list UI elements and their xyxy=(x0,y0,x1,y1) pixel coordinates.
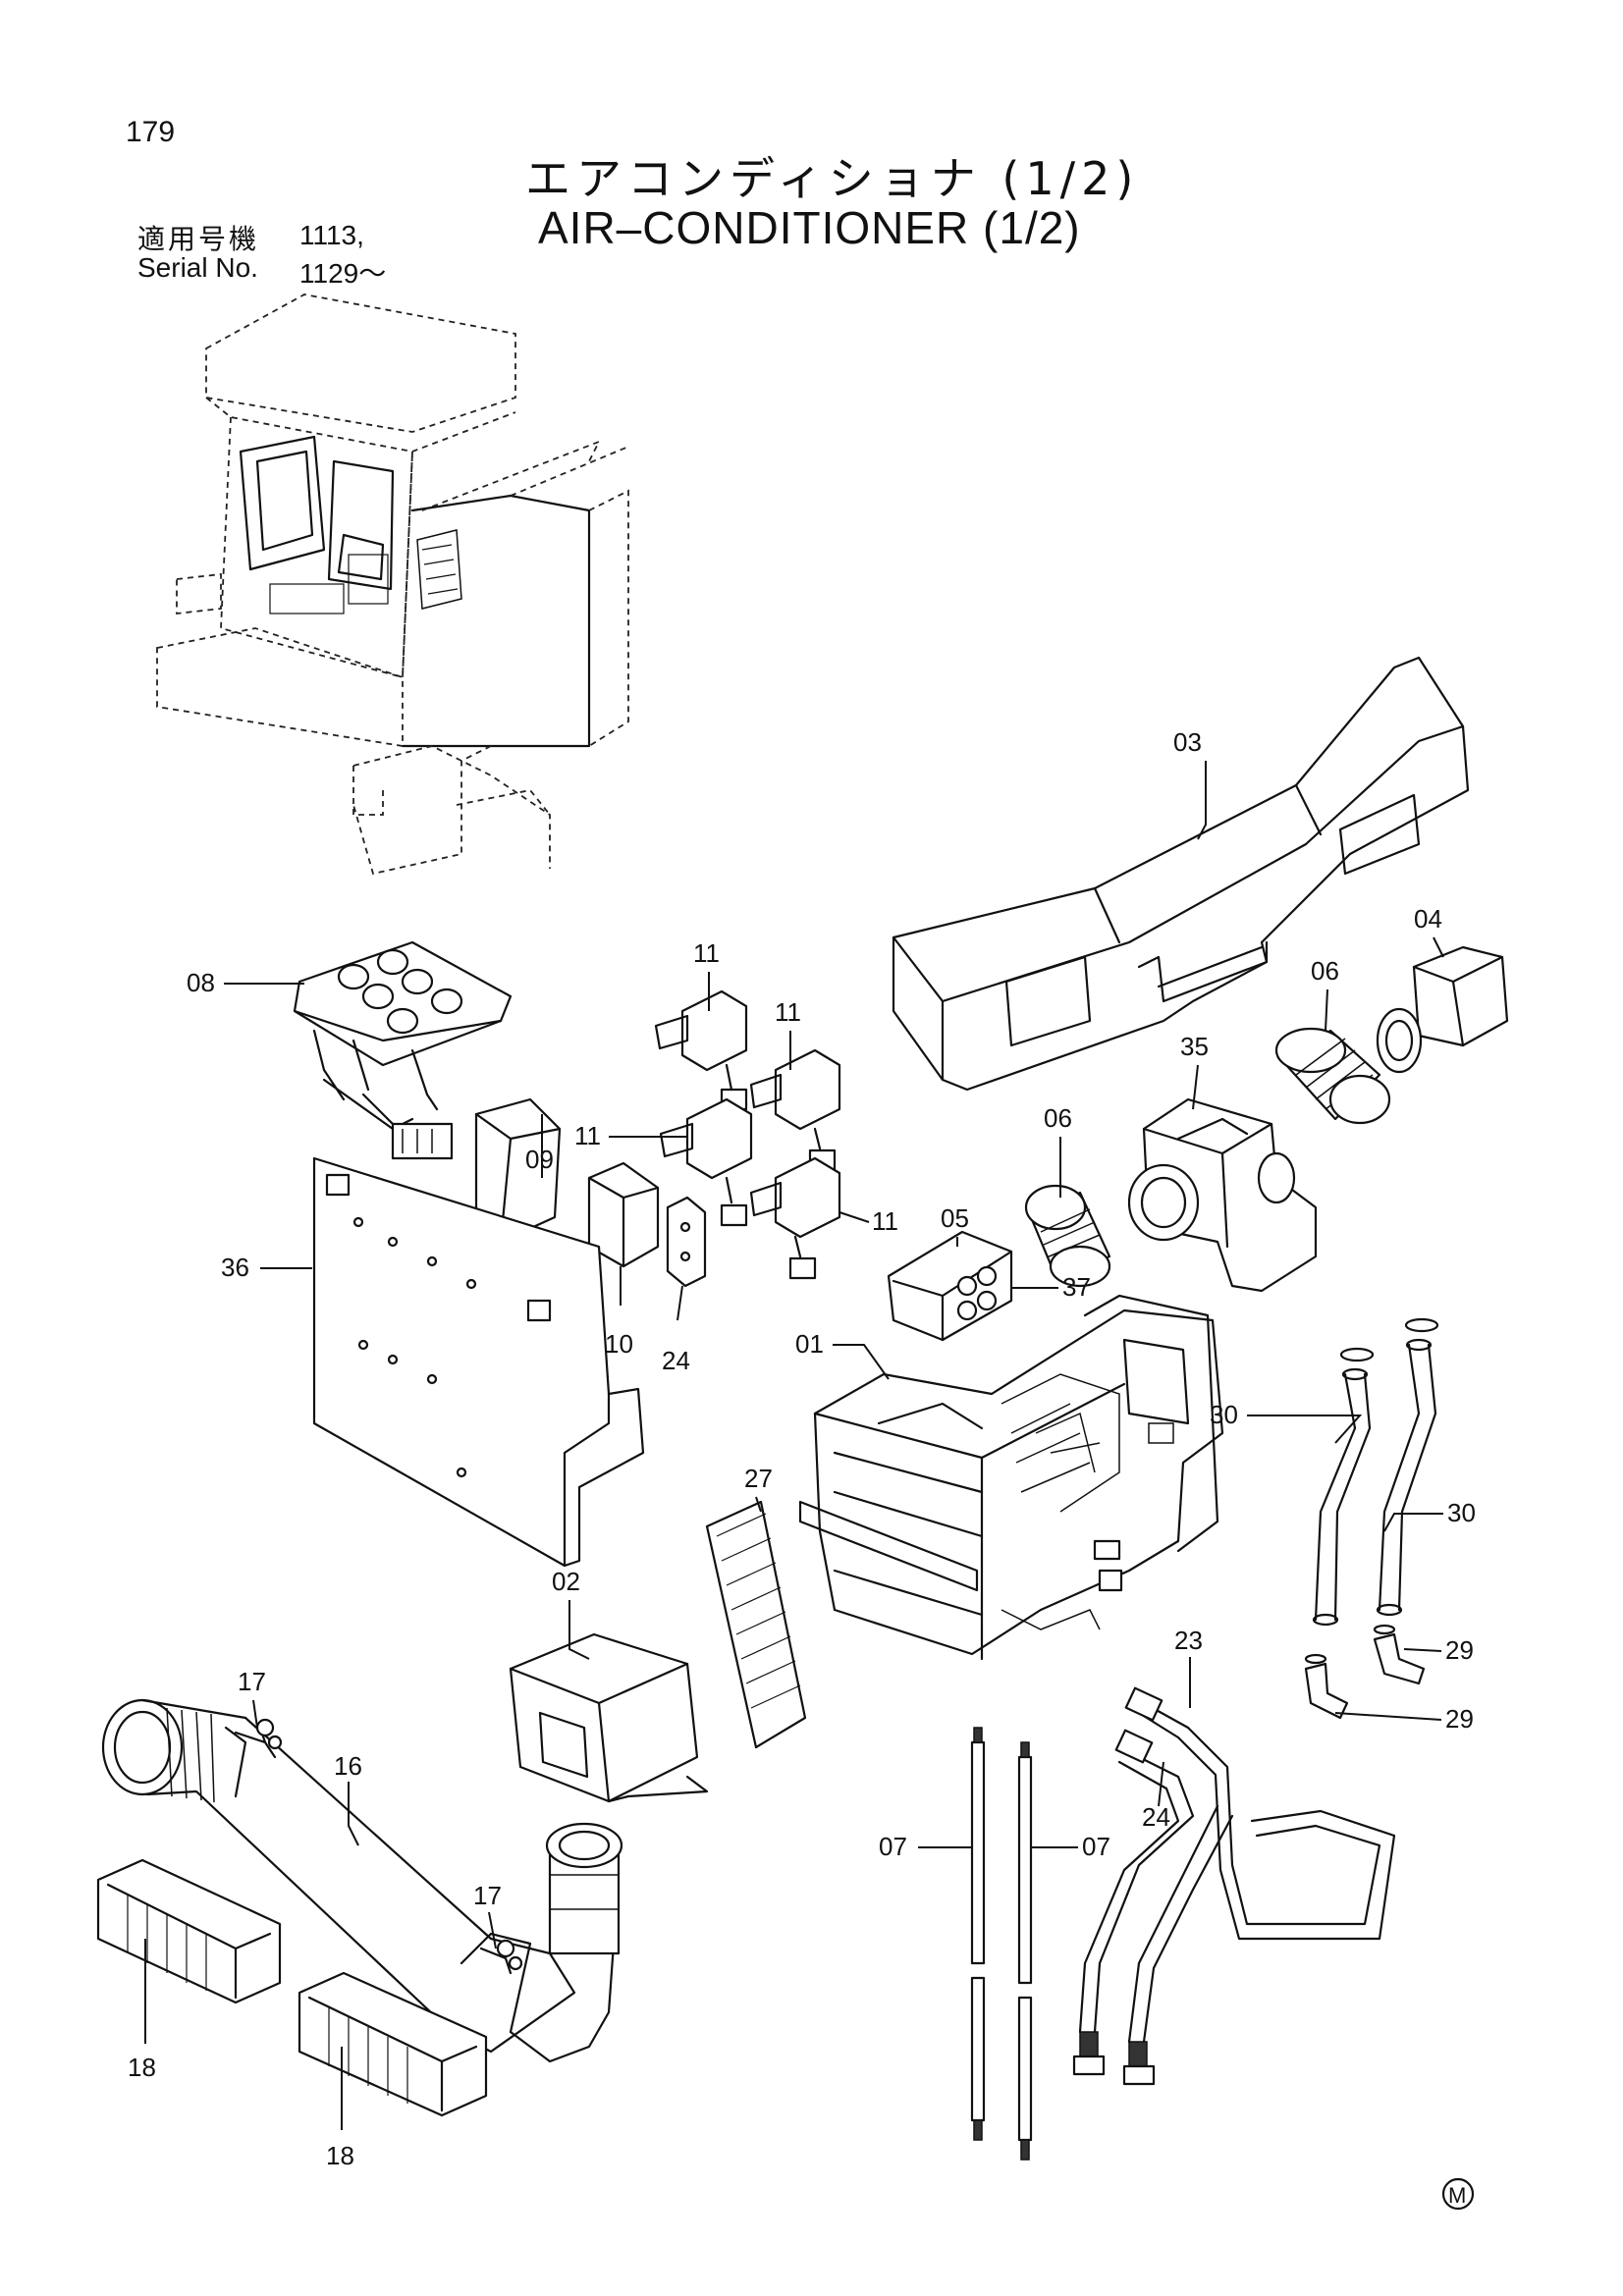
page-number: 179 xyxy=(126,116,176,148)
label-17-left: 17 xyxy=(238,1667,266,1696)
label-35: 35 xyxy=(1180,1032,1209,1061)
part-02-housing xyxy=(509,1632,709,1803)
part-11-relay-d xyxy=(749,1156,841,1280)
part-36-base-plate xyxy=(312,1156,645,1568)
part-18-filter-a xyxy=(96,1858,282,2004)
label-17-right: 17 xyxy=(473,1881,502,1910)
label-24: 24 xyxy=(1142,1802,1170,1832)
serial-label-english: Serial No. xyxy=(137,252,258,283)
label-27: 27 xyxy=(744,1464,773,1493)
label-23: 23 xyxy=(1174,1626,1203,1655)
serial-value-english: 1129～ xyxy=(299,258,387,289)
label-01: 01 xyxy=(795,1329,824,1359)
part-01-main-unit xyxy=(798,1294,1224,1661)
part-18-filter-b xyxy=(298,1971,488,2117)
label-11-b: 11 xyxy=(775,997,801,1027)
label-29-lower: 29 xyxy=(1445,1704,1474,1734)
label-08: 08 xyxy=(187,968,215,997)
part-26-bracket xyxy=(666,1196,707,1288)
part-05-unit xyxy=(887,1230,1013,1342)
label-07-left: 07 xyxy=(879,1832,907,1861)
title-english: AIR–CONDITIONER (1/2) xyxy=(538,202,1081,253)
label-36: 36 xyxy=(221,1253,249,1282)
serial-label-japanese: 適用号機 xyxy=(137,223,260,255)
label-30-left: 30 xyxy=(1210,1400,1238,1429)
m-mark-letter: M xyxy=(1448,2183,1466,2208)
label-11-c: 11 xyxy=(574,1121,601,1150)
label-37: 37 xyxy=(1062,1272,1091,1302)
part-11-relay-b xyxy=(749,1048,841,1172)
title-japanese: エアコンディショナ (1/2) xyxy=(525,152,1140,205)
part-06-hose-upper xyxy=(1274,1027,1391,1125)
label-16: 16 xyxy=(334,1751,362,1781)
label-05: 05 xyxy=(941,1203,969,1233)
part-labels: 03 04 06 35 06 05 37 01 27 02 08 09 10 2… xyxy=(128,727,1476,2170)
label-18-right: 18 xyxy=(326,2141,354,2170)
label-11-d: 11 xyxy=(872,1206,898,1236)
part-06-hose-lower xyxy=(1024,1184,1111,1288)
m-mark: M xyxy=(1441,2177,1475,2211)
part-35-junction xyxy=(1127,1097,1318,1293)
part-11-relay-c xyxy=(659,1097,753,1227)
label-06-lower: 06 xyxy=(1044,1103,1072,1133)
part-08-control-panel xyxy=(293,940,513,1160)
part-03-duct xyxy=(892,656,1470,1092)
label-03: 03 xyxy=(1173,727,1202,757)
part-30-hoses xyxy=(1312,1317,1439,1627)
part-27-filter xyxy=(705,1500,807,1749)
part-23-24-hoses xyxy=(1072,1686,1396,2086)
part-11-relay-a xyxy=(654,989,748,1111)
label-06-upper: 06 xyxy=(1311,956,1339,986)
label-26: 24 xyxy=(662,1346,690,1375)
label-09: 09 xyxy=(525,1145,554,1174)
label-02: 02 xyxy=(552,1567,580,1596)
serial-value-japanese: 1113, xyxy=(299,220,364,250)
label-30-right: 30 xyxy=(1447,1498,1476,1527)
label-18-left: 18 xyxy=(128,2053,156,2082)
label-11-a: 11 xyxy=(693,938,720,968)
part-17-clamps xyxy=(234,1718,523,1975)
leader-lines xyxy=(144,761,1444,2130)
part-04-adapter xyxy=(1376,945,1509,1074)
machine-overview xyxy=(156,294,629,876)
part-29-elbows xyxy=(1304,1624,1426,1720)
label-10: 10 xyxy=(605,1329,633,1359)
label-04: 04 xyxy=(1414,904,1442,934)
part-07-pipes xyxy=(970,1727,1033,2161)
part-16-duct-hose xyxy=(101,1698,623,2063)
label-29-upper: 29 xyxy=(1445,1635,1474,1665)
label-07-right: 07 xyxy=(1082,1832,1110,1861)
